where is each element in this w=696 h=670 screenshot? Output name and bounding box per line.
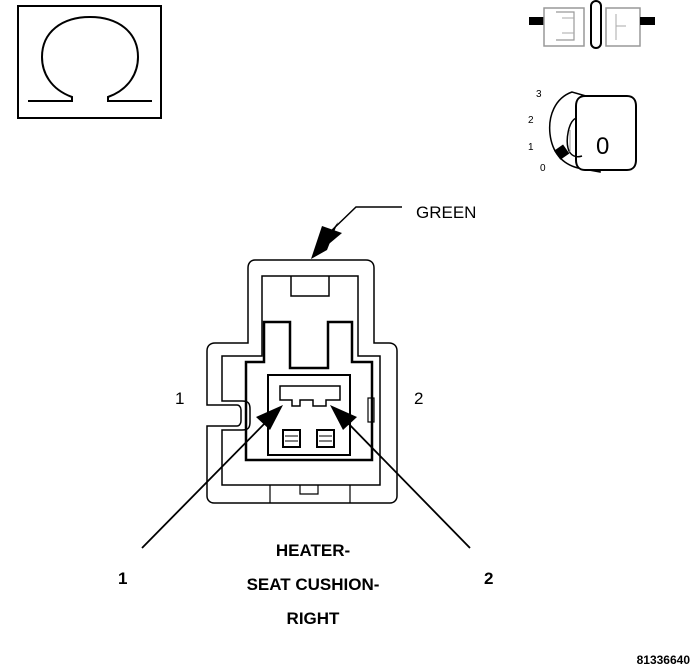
omega-icon: [17, 5, 162, 119]
ignition-key-label: 0: [596, 133, 609, 160]
caption-line-1: HEATER-: [276, 541, 350, 560]
ignition-position-3: 3: [536, 89, 542, 100]
pin-1-callout-arrow: [141, 405, 283, 549]
ignition-position-0: 0: [540, 163, 546, 174]
callout-pin-2: 2: [484, 569, 493, 588]
housing-pin-2-label: 2: [414, 389, 423, 408]
housing-pin-1-label: 1: [175, 389, 184, 408]
ignition-position-2: 2: [528, 115, 534, 126]
caption-line-3: RIGHT: [287, 609, 341, 628]
figure-id: 81336640: [637, 653, 691, 667]
connector-disconnect-icon: [529, 0, 655, 49]
color-pointer: [311, 206, 402, 259]
pin-2-callout-arrow: [330, 405, 471, 549]
connector-color-label: GREEN: [416, 203, 476, 222]
ignition-key-icon: [548, 91, 637, 173]
callout-pin-1: 1: [118, 569, 127, 588]
connector-housing: [206, 259, 398, 504]
ignition-position-1: 1: [528, 142, 534, 153]
caption-line-2: SEAT CUSHION-: [247, 575, 380, 594]
